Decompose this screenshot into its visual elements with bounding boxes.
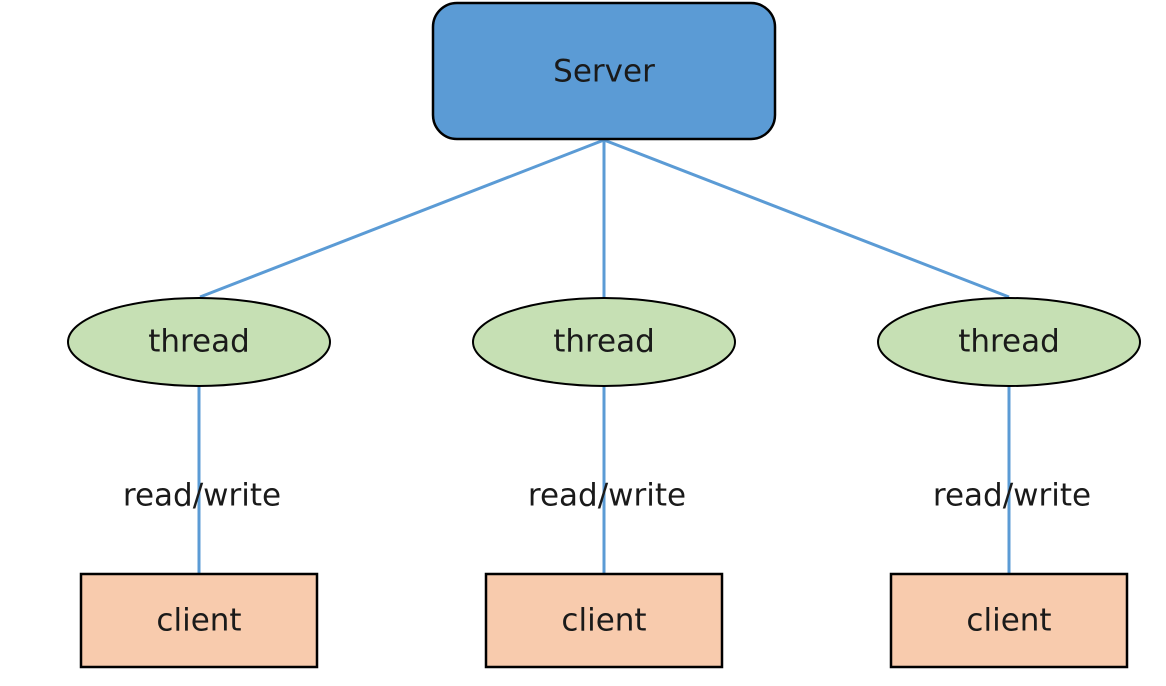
server-node: Server: [431, 1, 777, 141]
client-label-3: client: [966, 603, 1051, 639]
client-label-2: client: [561, 603, 646, 639]
thread-node-3: thread: [877, 297, 1141, 387]
server-label: Server: [553, 54, 655, 90]
thread-ellipse-1: [67, 297, 331, 387]
client-node-1: client: [79, 572, 319, 669]
client-label-1: client: [156, 603, 241, 639]
thread-connectors: [197, 387, 1011, 574]
link-label-3: read/write: [933, 478, 1091, 514]
client-node-3: client: [889, 572, 1129, 669]
client-box-2: [484, 572, 724, 669]
client-node-2: client: [484, 572, 724, 669]
client-box-1: [79, 572, 319, 669]
server-connectors: [199, 138, 1010, 299]
link-label-2: read/write: [528, 478, 686, 514]
server-box: [431, 1, 777, 141]
connector-server-thread-3: [603, 138, 1010, 299]
thread-label-3: thread: [958, 324, 1060, 360]
connector-server-thread-1: [199, 138, 605, 299]
thread-node-1: thread: [67, 297, 331, 387]
thread-ellipse-2: [472, 297, 736, 387]
link-label-1: read/write: [123, 478, 281, 514]
thread-node-2: thread: [472, 297, 736, 387]
thread-label-2: thread: [553, 324, 655, 360]
thread-ellipse-3: [877, 297, 1141, 387]
thread-label-1: thread: [148, 324, 250, 360]
client-box-3: [889, 572, 1129, 669]
